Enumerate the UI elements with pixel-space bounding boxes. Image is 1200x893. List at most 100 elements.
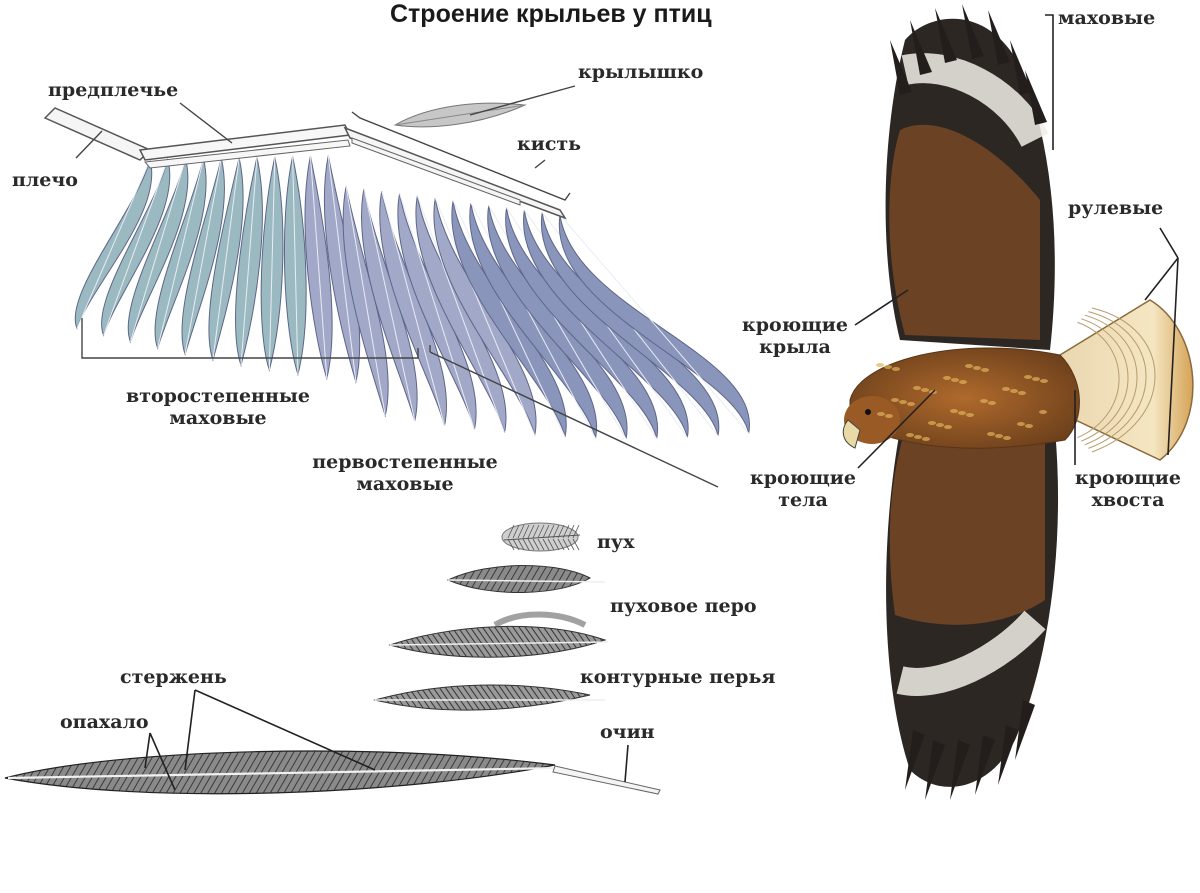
- tail-stripe: [1091, 307, 1156, 453]
- bracket-primaries: [429, 351, 719, 488]
- flight-feather-shaft: [309, 156, 328, 379]
- body-spot: [877, 412, 885, 416]
- flight-feather-shaft: [212, 157, 240, 361]
- tail-stripe: [1088, 311, 1147, 449]
- down-barb: [527, 524, 535, 539]
- wing-flight-feathers: [74, 155, 750, 440]
- flight-feather-shaft: [103, 159, 169, 336]
- label-calamus: очин: [600, 721, 655, 743]
- label-primaries: первостепенные маховые: [290, 451, 520, 496]
- leader-calamus: [624, 744, 629, 783]
- flight-feather-shaft: [240, 157, 258, 366]
- humerus-bone: [43, 107, 152, 161]
- down-barb: [557, 538, 565, 551]
- down-barb: [552, 524, 560, 539]
- body-spot: [892, 367, 900, 371]
- flight-feather-shaft: [416, 195, 505, 433]
- leader-shoulder: [75, 130, 103, 159]
- tail-stripe: [1081, 318, 1129, 442]
- flight-feather-shaft: [184, 158, 222, 355]
- body-spot: [995, 434, 1003, 438]
- body-spot: [914, 435, 922, 439]
- label-tail-coverts-line2: хвоста: [1091, 488, 1165, 511]
- down-barb: [522, 538, 530, 551]
- label-alula: крылышко: [578, 61, 704, 83]
- flight-feather-shaft: [452, 200, 566, 438]
- body-spot: [966, 413, 974, 417]
- body-spot: [922, 437, 930, 441]
- label-wing-coverts-line2: крыла: [759, 335, 831, 358]
- down-barb: [537, 524, 545, 539]
- large-contour-feather: [4, 750, 661, 795]
- primary-feather-tip: [998, 725, 1018, 785]
- body-spot: [943, 376, 951, 380]
- down-barb: [517, 524, 525, 539]
- label-flight-feathers: маховые: [1058, 7, 1156, 29]
- label-primaries-line2: маховые: [356, 472, 454, 495]
- leader-body-coverts: [857, 389, 936, 469]
- primary-feather-tip: [935, 8, 957, 63]
- down-barb: [547, 538, 555, 551]
- down-barb: [507, 524, 515, 539]
- feather-leader-lines: [144, 689, 629, 791]
- bird-lower-wing-white-band: [896, 610, 1046, 696]
- label-body-coverts: кроющие тела: [728, 467, 878, 512]
- bird-beak: [842, 419, 861, 449]
- leader-wing-coverts: [854, 289, 909, 326]
- tail-stripe: [1077, 321, 1120, 439]
- body-spot: [899, 400, 907, 404]
- body-spot: [958, 411, 966, 415]
- body-spot: [987, 432, 995, 436]
- flight-feather-shaft: [292, 156, 299, 375]
- primary-feather-tip: [950, 740, 970, 800]
- label-tail-feathers: рулевые: [1068, 197, 1164, 219]
- body-spot: [1032, 377, 1040, 381]
- down-barb: [537, 538, 545, 551]
- body-spot: [965, 364, 973, 368]
- leader-lines: [75, 85, 719, 488]
- bird-tail: [1059, 299, 1194, 461]
- leader-shaft-2: [194, 689, 376, 771]
- down-barb: [512, 538, 520, 551]
- down-barb: [542, 538, 550, 551]
- leader-alula: [469, 85, 576, 116]
- primary-feather-tip: [890, 40, 912, 95]
- leader-flight-feathers: [1045, 14, 1054, 150]
- body-spot: [959, 380, 967, 384]
- body-spot: [936, 423, 944, 427]
- down-barb: [517, 538, 525, 551]
- down-barb: [507, 538, 515, 551]
- flight-feather-shaft: [345, 186, 386, 416]
- down-feather-drawing: [501, 522, 581, 552]
- contour-feather-drawing-2: [373, 684, 605, 711]
- label-secondaries-line1: второстепенные: [126, 385, 310, 407]
- forearm-bone-lower: [144, 139, 351, 169]
- primary-feather-tip: [975, 735, 995, 795]
- alula-shaft: [394, 104, 526, 126]
- body-spot: [1003, 436, 1011, 440]
- body-spot: [1002, 387, 1010, 391]
- label-body-coverts-line1: кроющие: [750, 467, 856, 489]
- body-spot: [1040, 379, 1048, 383]
- label-hand: кисть: [517, 133, 582, 155]
- bird-upper-wing-coverts: [889, 124, 1040, 341]
- leader-vane-1: [144, 732, 151, 769]
- bird-lower-wing-coverts: [889, 430, 1045, 625]
- body-spot: [951, 378, 959, 382]
- label-vane: опахало: [60, 711, 149, 733]
- body-spot: [913, 386, 921, 390]
- bracket-hand: [351, 111, 571, 201]
- flight-feather-shaft: [434, 198, 536, 436]
- flight-feather-shaft: [381, 190, 445, 426]
- primary-feather-tip: [1010, 40, 1032, 95]
- label-body-coverts-line2: тела: [778, 488, 828, 511]
- bird-eye: [865, 409, 871, 415]
- primary-feather-tip: [962, 4, 984, 59]
- label-shaft: стержень: [120, 666, 227, 688]
- flight-feather-shaft: [129, 158, 187, 343]
- down-barb: [527, 538, 535, 551]
- label-wing-coverts: кроющие крыла: [720, 314, 870, 359]
- body-spot: [1018, 391, 1026, 395]
- down-barb: [572, 538, 580, 551]
